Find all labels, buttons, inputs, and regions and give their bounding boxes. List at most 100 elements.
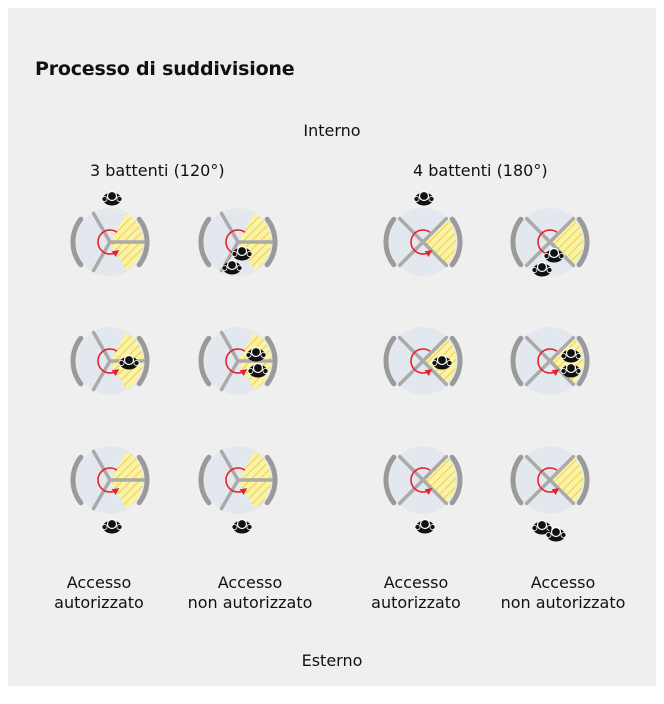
rotation-arrow-icon: [97, 467, 120, 495]
person-icon: [101, 190, 123, 206]
door-wing-icon: [524, 335, 552, 363]
revolving-door: [510, 446, 590, 514]
revolving-door: [383, 446, 463, 514]
door-wing-icon: [91, 478, 112, 511]
person-icon: [413, 190, 435, 206]
person-icon: [531, 261, 553, 277]
enclosure-left: [510, 454, 524, 506]
enclosure-left: [383, 335, 397, 387]
door-wing-icon: [421, 335, 449, 363]
enclosure-right: [576, 335, 590, 387]
person-icon: [231, 518, 253, 534]
enclosure-right: [264, 216, 278, 268]
enclosure-right: [449, 216, 463, 268]
door-wing-icon: [91, 240, 112, 273]
caption-line: Accesso: [383, 573, 449, 592]
enclosure-right: [136, 216, 150, 268]
person-icon: [431, 354, 453, 370]
revolving-door: [70, 208, 150, 276]
person-icon: [560, 347, 582, 363]
enclosure-right: [136, 335, 150, 387]
caption-3-unauthorized: Accesso non autorizzato: [175, 573, 325, 613]
person-icon: [414, 518, 436, 534]
caption-line: autorizzato: [371, 593, 461, 612]
enclosure-right: [449, 335, 463, 387]
group-label-4-wings: 4 battenti (180°): [413, 161, 548, 180]
door-wing-icon: [524, 359, 552, 387]
enclosure-right: [264, 454, 278, 506]
door-wing-icon: [421, 454, 449, 482]
door-wing-icon: [91, 449, 112, 482]
revolving-door: [198, 446, 278, 514]
page-title: Processo di suddivisione: [35, 58, 295, 80]
enclosure-left: [198, 216, 212, 268]
rotation-arrow-icon: [225, 348, 248, 376]
rotation-arrow-icon: [225, 467, 248, 495]
group-label-3-wings: 3 battenti (120°): [90, 161, 225, 180]
door-wing-icon: [397, 240, 425, 268]
door-wing-icon: [421, 478, 449, 506]
door-wing-icon: [91, 330, 112, 363]
door-wing-icon: [548, 478, 576, 506]
door-wing-icon: [219, 330, 240, 363]
active-compartment: [550, 218, 583, 266]
person-icon: [221, 259, 243, 275]
enclosure-left: [383, 216, 397, 268]
active-compartment: [550, 456, 583, 504]
enclosure-left: [383, 454, 397, 506]
enclosure-left: [70, 335, 84, 387]
person-icon: [560, 362, 582, 378]
rotation-arrow-icon: [537, 467, 560, 495]
person-icon: [247, 362, 269, 378]
enclosure-left: [198, 454, 212, 506]
person-icon: [245, 346, 267, 362]
rotation-arrow-icon: [410, 229, 433, 257]
enclosure-left: [198, 335, 212, 387]
door-wing-icon: [91, 359, 112, 392]
rotation-arrow-icon: [410, 467, 433, 495]
revolving-door: [198, 208, 278, 276]
door-wing-icon: [219, 478, 240, 511]
caption-4-unauthorized: Accesso non autorizzato: [488, 573, 638, 613]
caption-3-authorized: Accesso autorizzato: [24, 573, 174, 613]
active-compartment: [423, 218, 457, 266]
door-wing-icon: [421, 240, 449, 268]
revolving-door: [510, 208, 590, 276]
door-wing-icon: [524, 454, 552, 482]
caption-line: Accesso: [217, 573, 283, 592]
door-wing-icon: [421, 359, 449, 387]
enclosure-right: [136, 454, 150, 506]
enclosure-right: [449, 454, 463, 506]
revolving-door: [198, 327, 278, 395]
label-interno: Interno: [303, 121, 361, 140]
door-wing-icon: [524, 478, 552, 506]
caption-line: autorizzato: [54, 593, 144, 612]
door-wing-icon: [548, 454, 576, 482]
enclosure-left: [510, 216, 524, 268]
enclosure-left: [70, 454, 84, 506]
person-icon: [118, 354, 140, 370]
door-wing-icon: [91, 211, 112, 244]
caption-line: Accesso: [66, 573, 132, 592]
person-icon: [543, 247, 565, 263]
door-wing-icon: [524, 216, 552, 244]
door-wing-icon: [219, 359, 240, 392]
caption-line: non autorizzato: [500, 593, 626, 612]
revolving-door: [70, 446, 150, 514]
person-icon: [531, 519, 553, 535]
rotation-arrow-icon: [537, 348, 560, 376]
enclosure-right: [576, 216, 590, 268]
door-wing-icon: [397, 478, 425, 506]
door-wing-icon: [397, 216, 425, 244]
caption-line: non autorizzato: [187, 593, 313, 612]
rotation-arrow-icon: [97, 229, 120, 257]
enclosure-left: [70, 216, 84, 268]
person-icon: [101, 518, 123, 534]
door-wing-icon: [548, 216, 576, 244]
rotation-arrow-icon: [410, 348, 433, 376]
enclosure-right: [576, 454, 590, 506]
caption-4-authorized: Accesso autorizzato: [341, 573, 491, 613]
person-icon: [231, 245, 253, 261]
door-wing-icon: [548, 335, 576, 363]
